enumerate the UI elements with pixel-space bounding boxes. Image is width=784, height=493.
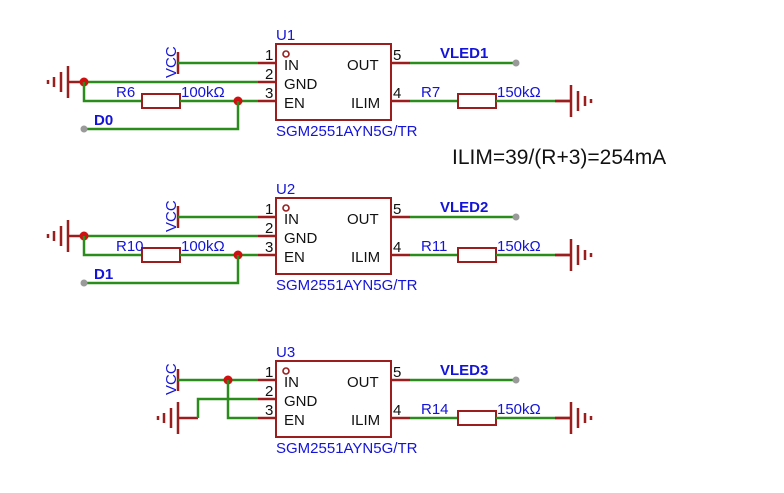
net-end-dot — [80, 279, 88, 287]
en-resistor-designator: R10 — [116, 238, 144, 255]
pin-number-4: 4 — [393, 402, 401, 419]
ilim-resistor-value: 150kΩ — [497, 84, 541, 101]
net-label-en: D1 — [94, 266, 113, 283]
pin-number-2: 2 — [265, 383, 273, 400]
wire-vcc-en — [226, 380, 258, 420]
ground-icon — [46, 220, 84, 252]
pin-name-gnd: GND — [284, 76, 318, 93]
pin-number-3: 3 — [265, 402, 273, 419]
net-end-dot — [512, 376, 520, 384]
wire-gnd — [196, 397, 258, 418]
ilim-resistor-designator: R7 — [421, 84, 440, 101]
en-resistor-value: 100kΩ — [181, 238, 225, 255]
pin-name-ilim: ILIM — [351, 412, 380, 429]
ground-icon — [555, 239, 593, 271]
net-end-dot — [80, 125, 88, 133]
net-label-out: VLED1 — [440, 45, 488, 62]
ic-designator: U2 — [276, 181, 295, 198]
net-end-dot — [512, 59, 520, 67]
pin-number-2: 2 — [265, 66, 273, 83]
ilim-formula: ILIM=39/(R+3)=254mA — [452, 146, 666, 169]
ic-designator: U1 — [276, 27, 295, 44]
ground-icon — [555, 402, 593, 434]
vcc-label: VCC — [163, 200, 180, 232]
pin-name-gnd: GND — [284, 393, 318, 410]
ic-part-number: SGM2551AYN5G/TR — [276, 277, 418, 294]
ic-body — [275, 43, 392, 121]
pin-name-in: IN — [284, 211, 299, 228]
ilim-resistor-designator: R14 — [421, 401, 449, 418]
en-resistor-designator: R6 — [116, 84, 135, 101]
ic-body — [275, 197, 392, 275]
pin-name-in: IN — [284, 374, 299, 391]
pin-number-3: 3 — [265, 239, 273, 256]
pin-name-ilim: ILIM — [351, 249, 380, 266]
pin-number-5: 5 — [393, 47, 401, 64]
pin-number-5: 5 — [393, 364, 401, 381]
ic-part-number: SGM2551AYN5G/TR — [276, 440, 418, 457]
pin-name-en: EN — [284, 95, 305, 112]
ground-icon — [46, 66, 84, 98]
net-end-dot — [512, 213, 520, 221]
pin-number-5: 5 — [393, 201, 401, 218]
pin-number-1: 1 — [265, 201, 273, 218]
net-label-out: VLED3 — [440, 362, 488, 379]
units-layer: U1SGM2551AYN5G/TRINGNDENOUTILIM12354VLED… — [46, 27, 593, 457]
ic-part-number: SGM2551AYN5G/TR — [276, 123, 418, 140]
resistor-body — [141, 247, 181, 263]
pin-number-4: 4 — [393, 85, 401, 102]
ilim-resistor-value: 150kΩ — [497, 238, 541, 255]
pin-number-3: 3 — [265, 85, 273, 102]
vcc-label: VCC — [163, 363, 180, 395]
resistor-body — [457, 410, 497, 426]
wire-gnd-res — [82, 82, 142, 103]
net-label-out: VLED2 — [440, 199, 488, 216]
pin-name-gnd: GND — [284, 230, 318, 247]
pin-name-out: OUT — [347, 211, 379, 228]
ilim-resistor-value: 150kΩ — [497, 401, 541, 418]
pin-number-4: 4 — [393, 239, 401, 256]
en-resistor-value: 100kΩ — [181, 84, 225, 101]
pin-name-out: OUT — [347, 57, 379, 74]
pin-name-en: EN — [284, 412, 305, 429]
wire-en-control — [84, 255, 240, 285]
pin-name-en: EN — [284, 249, 305, 266]
ic-designator: U3 — [276, 344, 295, 361]
resistor-body — [141, 93, 181, 109]
pin-name-out: OUT — [347, 374, 379, 391]
pin-name-in: IN — [284, 57, 299, 74]
resistor-body — [457, 247, 497, 263]
vcc-label: VCC — [163, 46, 180, 78]
pin-number-2: 2 — [265, 220, 273, 237]
pin-number-1: 1 — [265, 47, 273, 64]
wire-gnd-res — [82, 236, 142, 257]
wire-en-control — [84, 101, 240, 131]
pin1-marker — [282, 367, 290, 375]
pin1-marker — [282, 50, 290, 58]
pin1-marker — [282, 204, 290, 212]
ground-icon — [555, 85, 593, 117]
pin-name-ilim: ILIM — [351, 95, 380, 112]
pin-number-1: 1 — [265, 364, 273, 381]
net-label-en: D0 — [94, 112, 113, 129]
ilim-resistor-designator: R11 — [421, 238, 447, 255]
resistor-body — [457, 93, 497, 109]
